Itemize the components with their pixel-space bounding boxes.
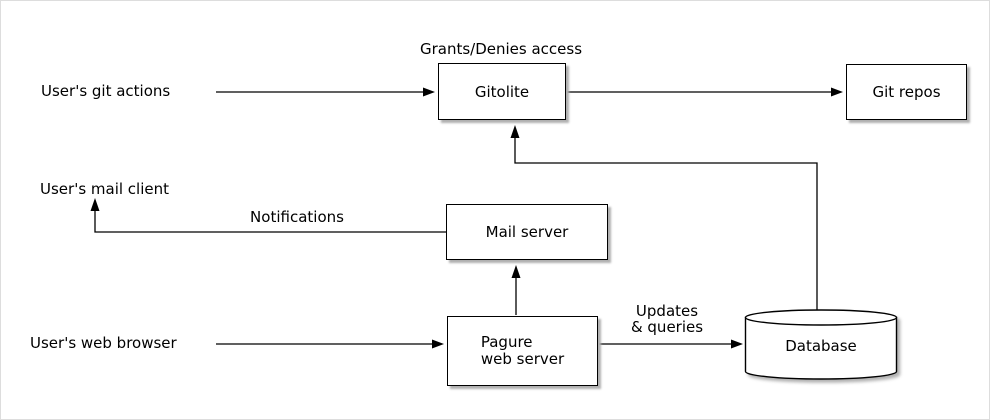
node-pagure-label: Pagure web server	[481, 334, 564, 368]
arrow-pagure-to-mail-server	[511, 265, 521, 315]
arrow-pagure-to-database	[598, 339, 743, 349]
arrowhead-up-icon	[511, 265, 521, 278]
node-gitolite-label: Gitolite	[474, 82, 530, 101]
node-gitolite: Gitolite	[438, 63, 566, 120]
arrowhead-right-icon	[831, 87, 843, 97]
arrow-gitolite-to-git-repos	[566, 87, 843, 97]
label-users-git-actions: User's git actions	[41, 82, 171, 100]
arrow-database-to-gitolite	[510, 125, 818, 314]
arrowhead-up-icon	[90, 198, 100, 211]
label-updates-line2: & queries	[630, 318, 704, 336]
arrow-mail-server-to-mail-client	[90, 198, 446, 233]
arrowhead-right-icon	[731, 339, 743, 349]
node-pagure-label-line2: web server	[480, 350, 565, 368]
arrowhead-right-icon	[423, 87, 435, 97]
arrow-web-browser-to-pagure	[216, 339, 444, 349]
node-git-repos-label: Git repos	[872, 83, 941, 101]
arrowhead-right-icon	[432, 339, 444, 349]
label-users-web-browser: User's web browser	[30, 334, 177, 352]
node-mail-server: Mail server	[446, 204, 608, 260]
database-cylinder-icon	[744, 309, 898, 380]
label-grants-denies-access: Grants/Denies access	[419, 40, 583, 58]
node-database: Database	[745, 324, 897, 368]
label-users-mail-client: User's mail client	[40, 180, 170, 198]
node-database-label: Database	[785, 337, 857, 355]
label-notifications: Notifications	[250, 208, 344, 226]
node-mail-server-label: Mail server	[485, 223, 569, 241]
node-git-repos: Git repos	[846, 64, 967, 120]
node-pagure-label-line1: Pagure	[480, 333, 533, 351]
label-updates-queries: Updates & queries	[631, 303, 703, 335]
arrowhead-up-icon	[510, 125, 520, 138]
label-updates-line1: Updates	[635, 302, 699, 320]
arrow-git-actions-to-gitolite	[216, 87, 435, 97]
node-pagure-web-server: Pagure web server	[447, 316, 598, 386]
